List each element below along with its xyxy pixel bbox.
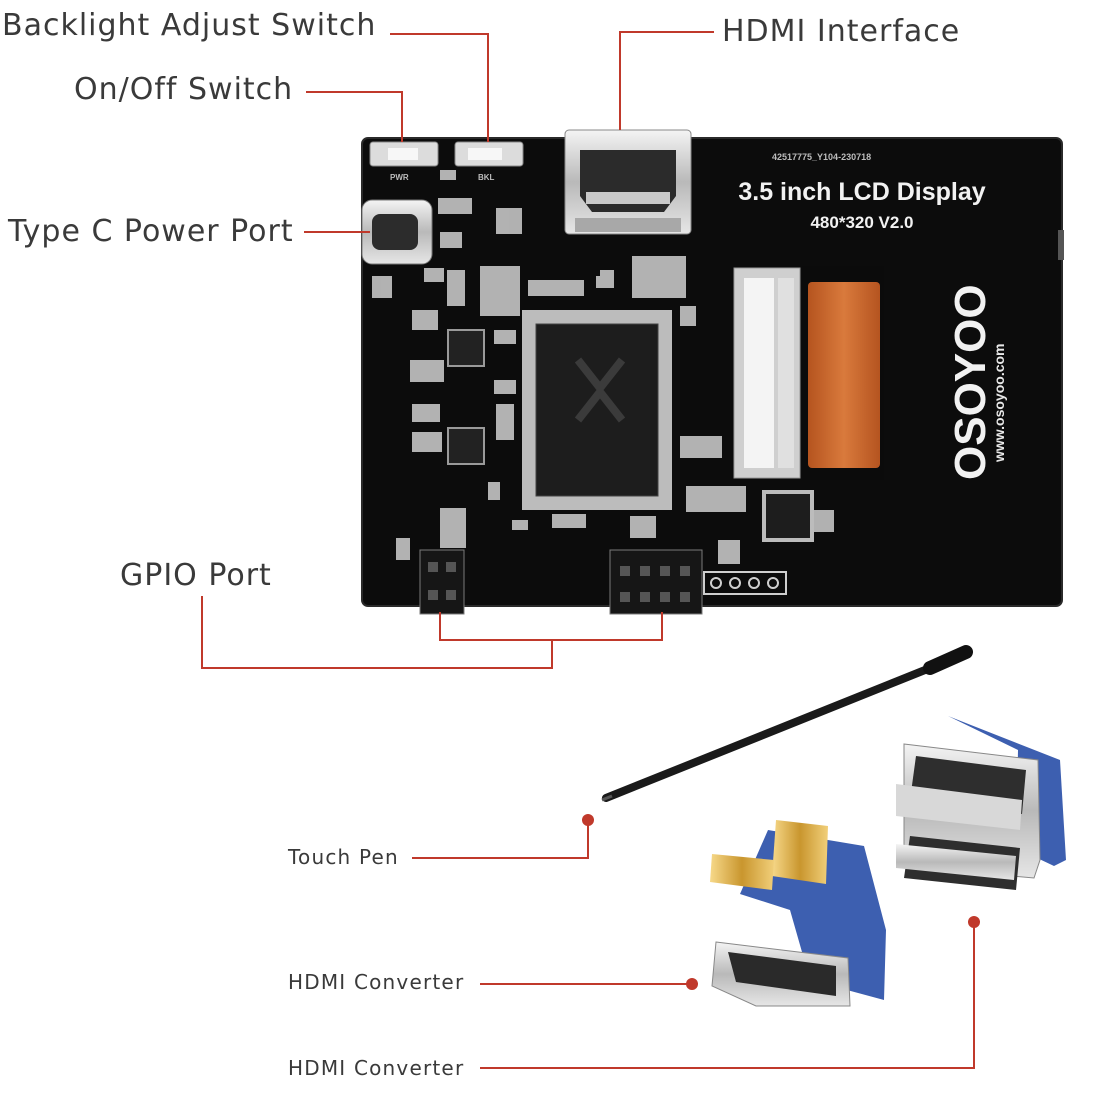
lcd-board: PWR BKL 42517775_Y104-230718 3.5 inch LC… [361,129,1064,615]
fpc-connector [733,267,801,479]
touch-pen [601,645,973,802]
pwr-silkscreen: PWR [390,173,409,182]
smd-components [372,170,834,564]
callout-typec-port: Type C Power Port [8,214,294,249]
leader-gpio [201,596,553,669]
board-subtitle: 480*320 V2.0 [810,213,913,232]
gpio-header-left [419,549,465,615]
main-chip [522,310,672,510]
small-chip [762,490,814,542]
hdmi-converter-full [896,716,1066,890]
leader-touch-pen [412,820,589,859]
brand-logo: OSOYOO [946,284,995,480]
callout-touch-pen: Touch Pen [288,845,399,869]
leader-onoff [306,91,403,142]
callout-onoff-switch: On/Off Switch [74,72,294,107]
callout-backlight-switch: Backlight Adjust Switch [2,8,377,43]
callout-hdmi-converter-1: HDMI Converter [288,970,465,994]
leader-lines [201,31,975,1069]
gpio-header-right [609,549,703,615]
backlight-switch [454,141,524,167]
leader-hdmi [619,31,714,130]
leader-hdmi-converter-2 [480,922,975,1069]
callout-gpio-port: GPIO Port [120,558,272,593]
board-title: 3.5 inch LCD Display [738,178,985,206]
hdmi-converter-mini [710,820,886,1007]
callout-hdmi-interface: HDMI Interface [722,14,961,49]
mosfet-1 [447,329,485,367]
leader-backlight [390,33,489,142]
bkl-silkscreen: BKL [478,173,495,182]
board-serial: 42517775_Y104-230718 [772,152,871,162]
callout-hdmi-converter-2: HDMI Converter [288,1056,465,1080]
hdmi-port [564,129,692,235]
pin-pads [703,571,787,595]
mosfet-2 [447,427,485,465]
leader-dots [582,814,980,990]
typec-port [361,199,433,265]
onoff-switch [369,141,439,167]
leader-gpio-bridge [439,612,663,641]
flex-cable [802,266,884,480]
brand-website: www.osoyoo.com [991,344,1007,464]
